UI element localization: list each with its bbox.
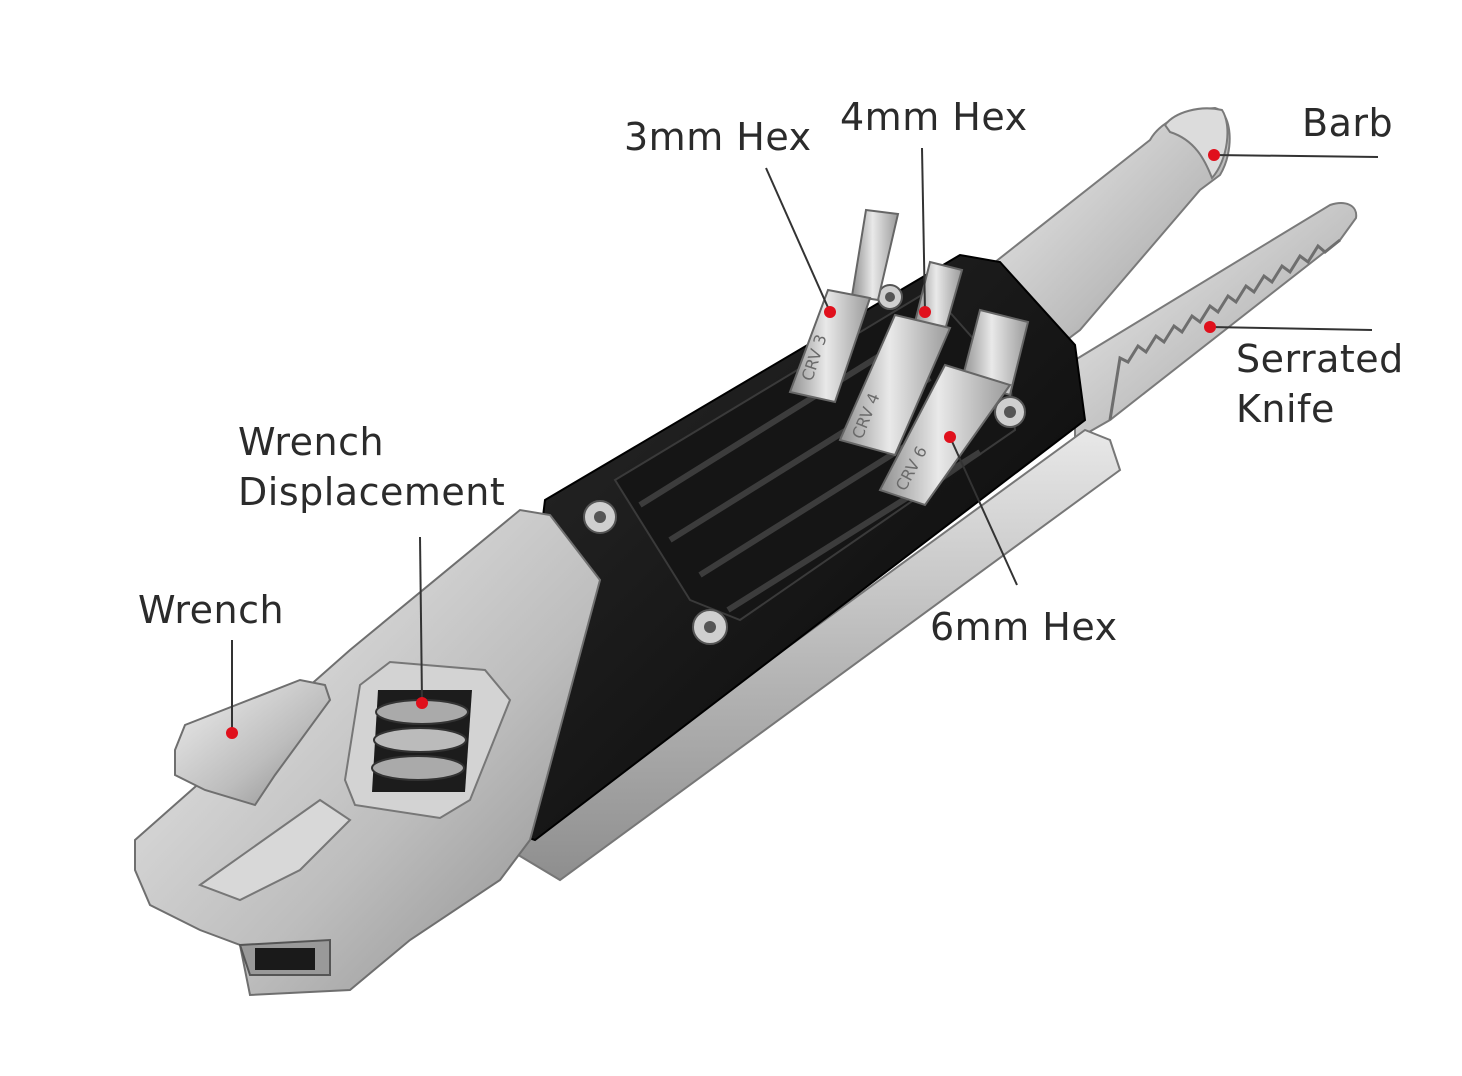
wrench-movable-jaw	[174, 678, 332, 807]
label-3mm-hex: 3mm Hex	[624, 115, 812, 159]
steel-side-rail	[508, 428, 1122, 882]
red-markers	[226, 149, 1220, 739]
label-barb: Barb	[1302, 101, 1394, 145]
label-wrench: Wrench	[138, 588, 285, 632]
serrated-knife-blade	[1074, 202, 1358, 442]
body-screws	[583, 284, 1026, 645]
hex-bit-3mm: CRV 3	[788, 208, 900, 404]
label-serrated: Serrated	[1236, 337, 1404, 381]
worm-gear	[343, 660, 512, 820]
label-wrench-line1: Wrench	[238, 420, 385, 464]
label-6mm-hex: 6mm Hex	[930, 605, 1118, 649]
label-4mm-hex: 4mm Hex	[840, 95, 1028, 139]
label-displacement: Displacement	[238, 470, 506, 514]
barb-blade	[983, 106, 1231, 362]
label-knife: Knife	[1236, 387, 1335, 431]
leader-lines	[231, 147, 1379, 732]
